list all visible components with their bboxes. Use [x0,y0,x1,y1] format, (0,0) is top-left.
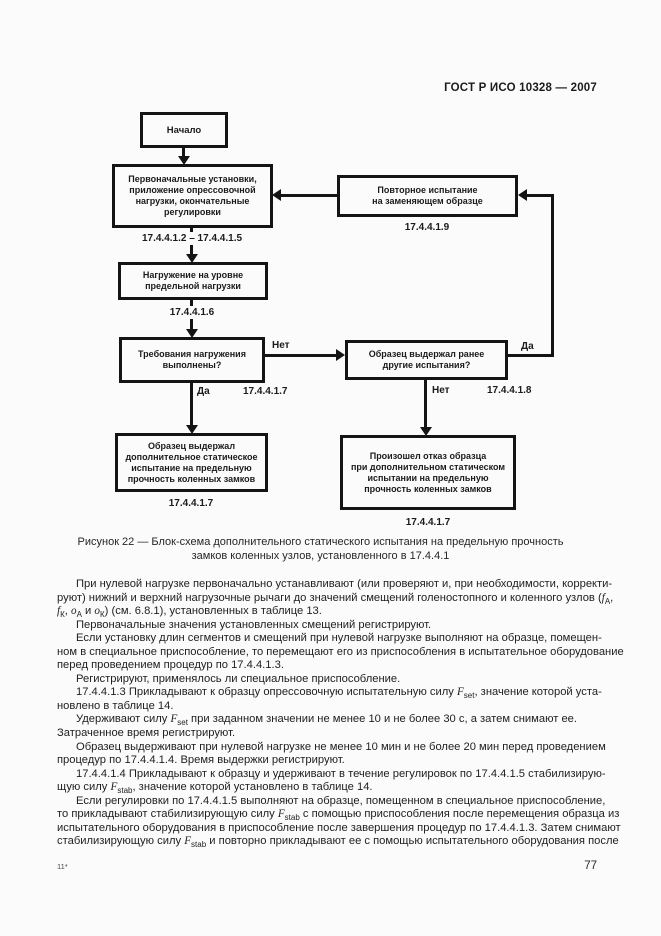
flowchart-node-start: Начало [140,112,228,148]
flowchart-node-initial-setup: Первоначальные установки, приложение опр… [112,164,273,228]
body-line: Если установку длин сегментов и смещений… [76,632,602,645]
standard-number: ГОСТ Р ИСО 10328 — 2007 [444,82,597,94]
body-line: При нулевой нагрузке первоначально устан… [76,578,613,590]
edge-label-no2: Нет [432,385,450,396]
body-line: стабилизирующую силу Fstab и повторно пр… [57,835,619,850]
connector-no2-down [424,380,427,428]
connector-yes2-left [527,194,554,197]
arrowhead-down-icon [186,329,198,338]
body-line: Удерживают силу Fset при заданном значен… [76,713,578,728]
body-line: перед проведением процедур по 17.4.4.1.3… [57,659,284,672]
ref-passed-other-tests: 17.4.4.1.8 [487,385,532,396]
flowchart-node-passed-other-tests: Образец выдержал ранее другие испытания? [345,340,508,380]
connector-yes-down [190,383,193,426]
ref-sample-passed: 17.4.4.1.7 [131,497,251,510]
body-line: Образец выдерживают при нулевой нагрузке… [76,740,606,753]
body-text: При нулевой нагрузке первоначально устан… [57,578,624,850]
ref-sample-failed: 17.4.4.1.7 [368,516,488,529]
body-line: процедур по 17.4.4.1.4. Время выдержки р… [57,754,345,767]
connector-start-down [182,148,185,158]
flowchart-node-sample-failed: Произошел отказ образца при дополнительн… [340,435,516,510]
figure-caption: Рисунок 22 — Блок-схема дополнительного … [77,536,564,562]
flowchart-node-ultimate-loading: Нагружение на уровне предельной нагрузки [118,262,268,300]
signature-mark: 11* [57,862,68,871]
arrowhead-left-icon [518,189,527,201]
body-line: Первоначальные значения установленных см… [76,618,432,631]
body-line: новлено в таблице 14. [57,699,174,712]
arrowhead-down-icon [420,427,432,436]
ref-loading-requirements: 17.4.4.1.7 [243,386,288,397]
body-line: 17.4.4.1.4 Прикладывают к образцу и удер… [76,767,606,780]
arrowhead-down-icon [186,425,198,434]
body-line: то прикладывают стабилизирующую силу Fst… [57,808,620,823]
body-line: руют) нижний и верхний нагрузочные рычаг… [57,591,614,606]
arrowhead-down-icon [186,254,198,263]
edge-label-yes2: Да [521,341,534,352]
ref-ultimate-loading: 17.4.4.1.6 [132,306,252,319]
ref-repeat-test: 17.4.4.1.9 [367,221,487,234]
body-line: испытательного оборудования в приспособл… [57,821,621,834]
body-line: Если регулировки по 17.4.4.1.5 выполняют… [76,794,606,807]
edge-label-yes: Да [197,386,210,397]
arrowhead-left-icon [272,189,281,201]
body-line: Затраченное время регистрируют. [57,727,236,740]
flowchart-node-loading-requirements: Требования нагружения выполнены? [119,337,265,383]
flowchart-node-sample-passed: Образец выдержал дополнительное статичес… [115,433,268,492]
body-line: fК, oА и oК) (см. 6.8.1), установленных … [57,605,322,620]
body-line: 17.4.4.1.3 Прикладывают к образцу опресс… [76,686,602,701]
body-line: щую силу Fstab, значение которой установ… [57,781,373,796]
connector-no-right [265,354,337,357]
body-line: ном в специальное приспособление, то пер… [57,645,624,658]
body-line: Регистрируют, применялось ли специальное… [76,672,401,685]
arrowhead-down-icon [178,156,190,165]
connector-repeat-left [280,194,337,197]
connector-yes2-right [508,354,554,357]
flowchart-node-repeat-test: Повторное испытание на заменяющем образц… [337,175,518,217]
edge-label-no: Нет [272,340,290,351]
ref-initial-setup: 17.4.4.1.2 – 17.4.4.1.5 [127,232,257,245]
arrowhead-right-icon [336,349,345,361]
page-number: 77 [584,860,597,872]
connector-yes2-up [551,194,554,357]
